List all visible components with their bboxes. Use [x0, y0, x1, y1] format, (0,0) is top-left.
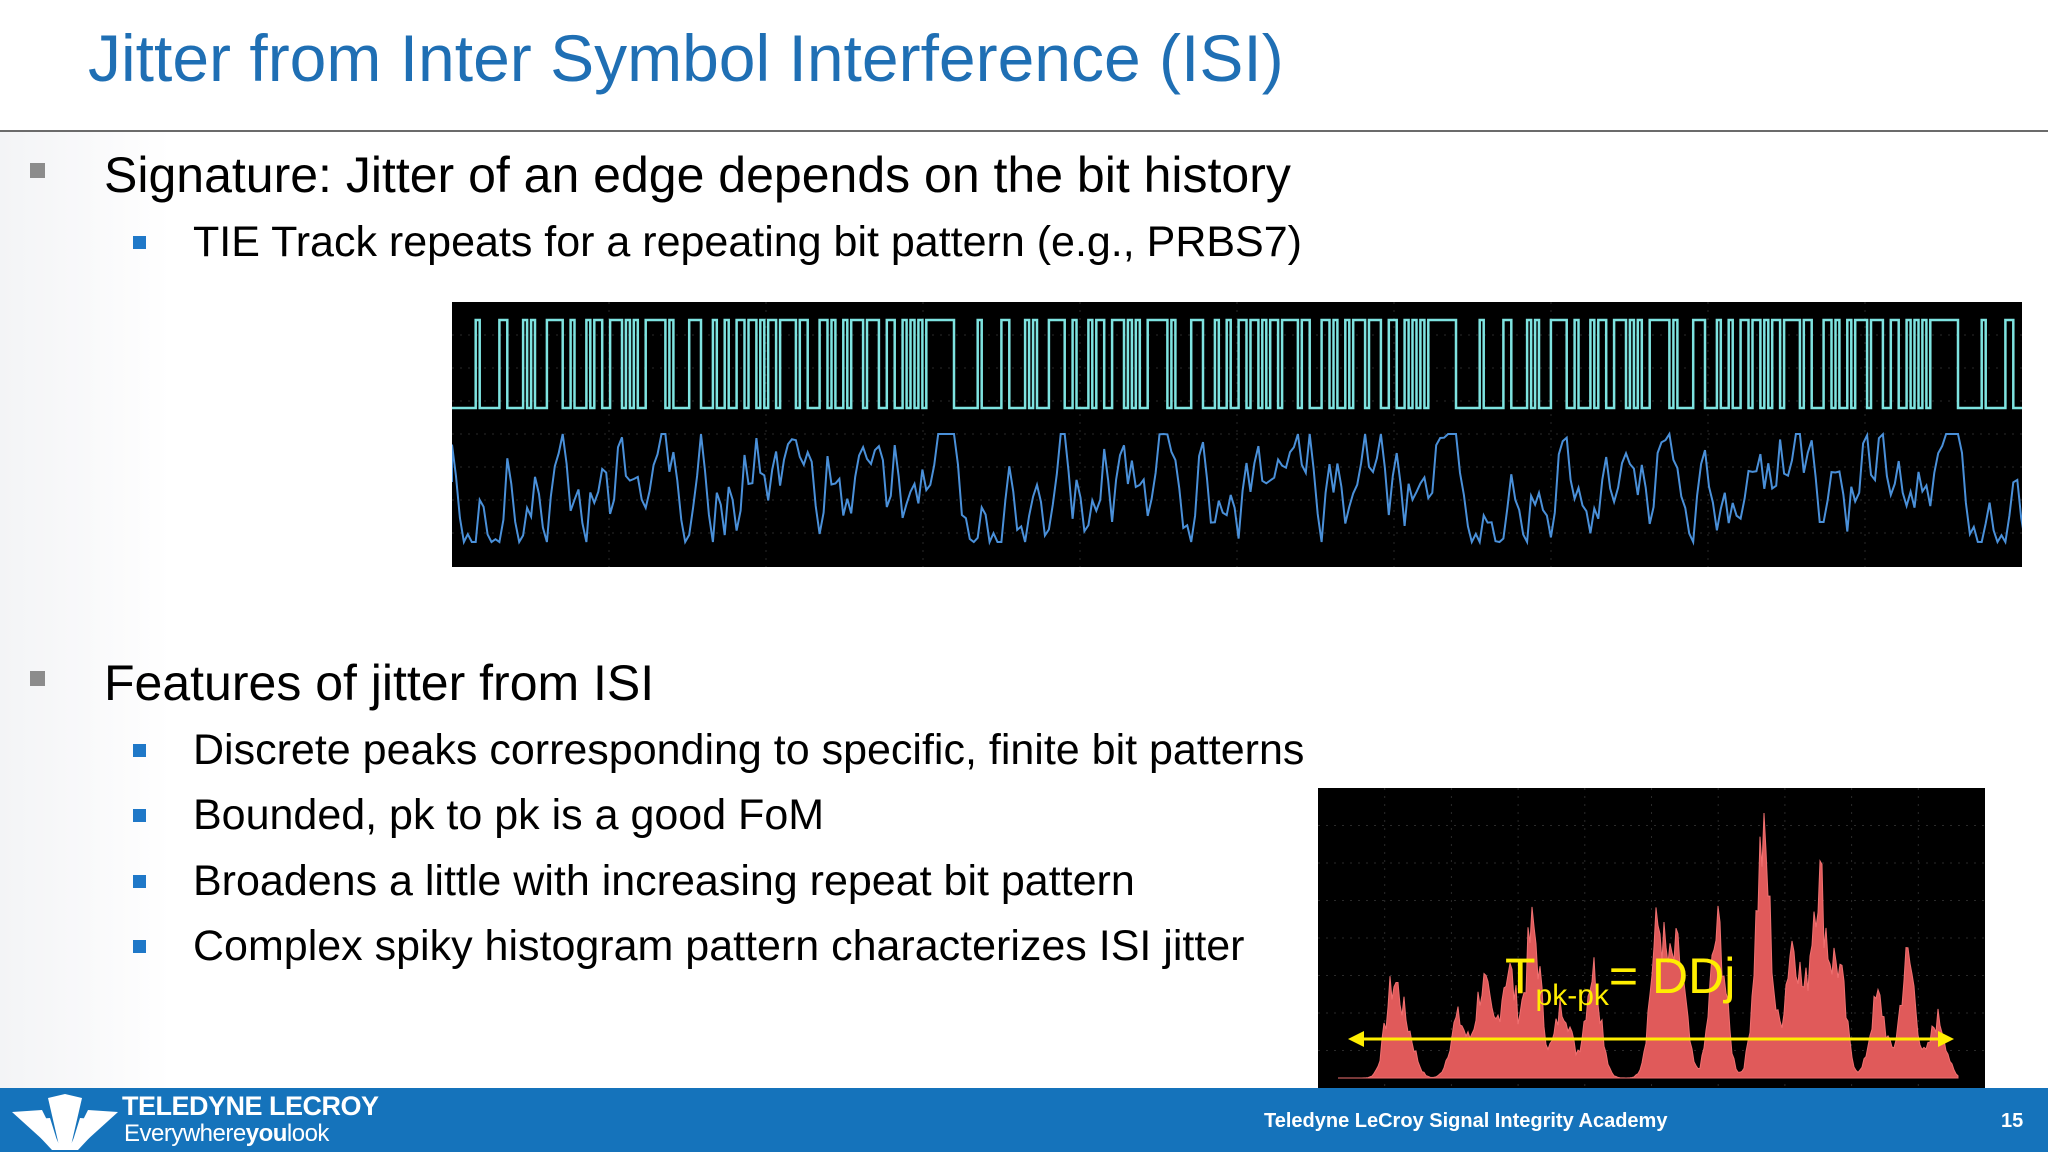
square-bullet-icon	[133, 809, 146, 822]
bullet-features: Features of jitter from ISI	[104, 655, 655, 711]
double-arrow-icon	[1348, 1031, 1954, 1047]
square-bullet-icon	[133, 875, 146, 888]
tie-track-trace	[451, 431, 2031, 546]
sub-bullet-tie-track: TIE Track repeats for a repeating bit pa…	[193, 218, 1302, 266]
tie-track-scope-image	[451, 302, 2031, 567]
sub-bullet-bounded: Bounded, pk to pk is a good FoM	[193, 791, 825, 839]
sub-bullet-spiky-histogram: Complex spiky histogram pattern characte…	[193, 922, 1245, 970]
square-bullet-icon	[133, 236, 146, 249]
square-bullet-icon	[133, 744, 146, 757]
footer-bar	[0, 1088, 2048, 1152]
left-gradient-panel	[0, 132, 170, 1088]
bullet-signature: Signature: Jitter of an edge depends on …	[104, 147, 1291, 203]
title-divider	[0, 130, 2048, 132]
square-bullet-icon	[30, 671, 45, 686]
sub-bullet-discrete-peaks: Discrete peaks corresponding to specific…	[193, 726, 1305, 774]
page-number: 15	[2001, 1110, 2024, 1132]
tpk-label: Tpk-pk= DDj	[1505, 948, 1735, 1012]
isi-histogram: Tpk-pk= DDj	[1318, 788, 1985, 1088]
square-bullet-icon	[133, 940, 146, 953]
tie-track-waveform	[451, 302, 2031, 567]
sub-bullet-broadens: Broadens a little with increasing repeat…	[193, 857, 1135, 905]
footer-brand: TELEDYNE LECROY	[122, 1091, 379, 1121]
teledyne-lecroy-logo-icon	[12, 1094, 118, 1150]
footer-academy-label: Teledyne LeCroy Signal Integrity Academy	[1264, 1110, 1668, 1132]
slide-title: Jitter from Inter Symbol Interference (I…	[88, 21, 1284, 95]
square-bullet-icon	[30, 163, 45, 178]
histogram-bars	[1338, 812, 1959, 1079]
footer-tagline: Everywhereyoulook	[124, 1120, 329, 1147]
digital-pattern-trace	[452, 318, 2031, 410]
isi-histogram-image: Tpk-pk= DDj	[1318, 788, 1985, 1088]
